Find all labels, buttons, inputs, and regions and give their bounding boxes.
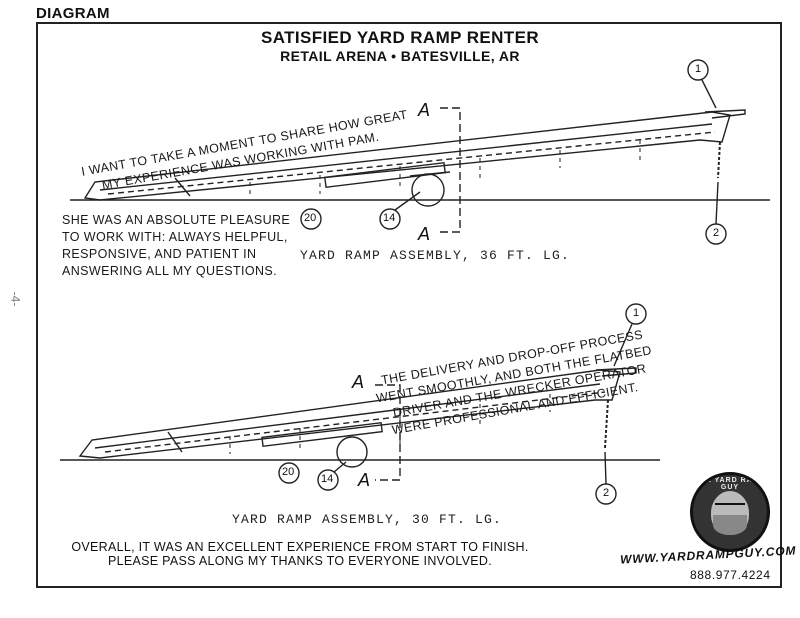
caption-top: YARD RAMP ASSEMBLY, 36 FT. LG. xyxy=(300,248,571,263)
ramp-deck-top xyxy=(83,111,731,201)
ramp-deck-bottom xyxy=(78,369,621,459)
chain-bottom xyxy=(604,399,609,449)
diagram-frame xyxy=(36,22,782,588)
callout-20-bottom: 20 xyxy=(282,466,295,478)
caption-bottom: YARD RAMP ASSEMBLY, 30 FT. LG. xyxy=(232,512,503,527)
page-title: SATISFIED YARD RAMP RENTER xyxy=(260,28,540,47)
chain-top xyxy=(717,141,721,179)
footer: OVERALL, IT WAS AN EXCELLENT EXPERIENCE … xyxy=(55,540,545,568)
callout-1-top: 1 xyxy=(695,63,702,75)
page-subtitle: RETAIL ARENA • BATESVILLE, AR xyxy=(280,48,520,64)
footer-line2: PLEASE PASS ALONG MY THANKS TO EVERYONE … xyxy=(107,554,493,568)
section-a-top-2: A xyxy=(418,224,431,244)
axle-bottom xyxy=(261,421,383,448)
callout-2-top: 2 xyxy=(713,227,720,239)
section-a-bottom-1: A xyxy=(352,372,365,392)
callout-20-top: 20 xyxy=(304,212,317,224)
callout-1-bottom: 1 xyxy=(633,307,640,319)
quote-2: SHE WAS AN ABSOLUTE PLEASURE TO WORK WIT… xyxy=(62,212,290,280)
diagram-label: DIAGRAM xyxy=(36,5,110,22)
yard-ramp-guy-logo: THE YARD RAMP GUY xyxy=(690,472,770,552)
quote-2-line1: SHE WAS AN ABSOLUTE PLEASURE xyxy=(62,213,291,227)
axle-top xyxy=(324,161,446,189)
quote-2-line3: RESPONSIVE, AND PATIENT IN xyxy=(62,247,257,261)
quote-2-line4: ANSWERING ALL MY QUESTIONS. xyxy=(62,264,278,278)
footer-line1: OVERALL, IT WAS AN EXCELLENT EXPERIENCE … xyxy=(71,540,529,554)
callout-14-top: 14 xyxy=(383,212,396,224)
phone-number: 888.977.4224 xyxy=(690,568,771,582)
logo-text: THE YARD RAMP GUY xyxy=(694,477,766,491)
callout-14-bottom: 14 xyxy=(321,473,334,485)
callout-2-bottom: 2 xyxy=(603,487,610,499)
section-a-top-1: A xyxy=(418,100,431,120)
quote-2-line2: TO WORK WITH: ALWAYS HELPFUL, xyxy=(62,230,288,244)
section-a-bottom-2: A xyxy=(358,470,371,490)
